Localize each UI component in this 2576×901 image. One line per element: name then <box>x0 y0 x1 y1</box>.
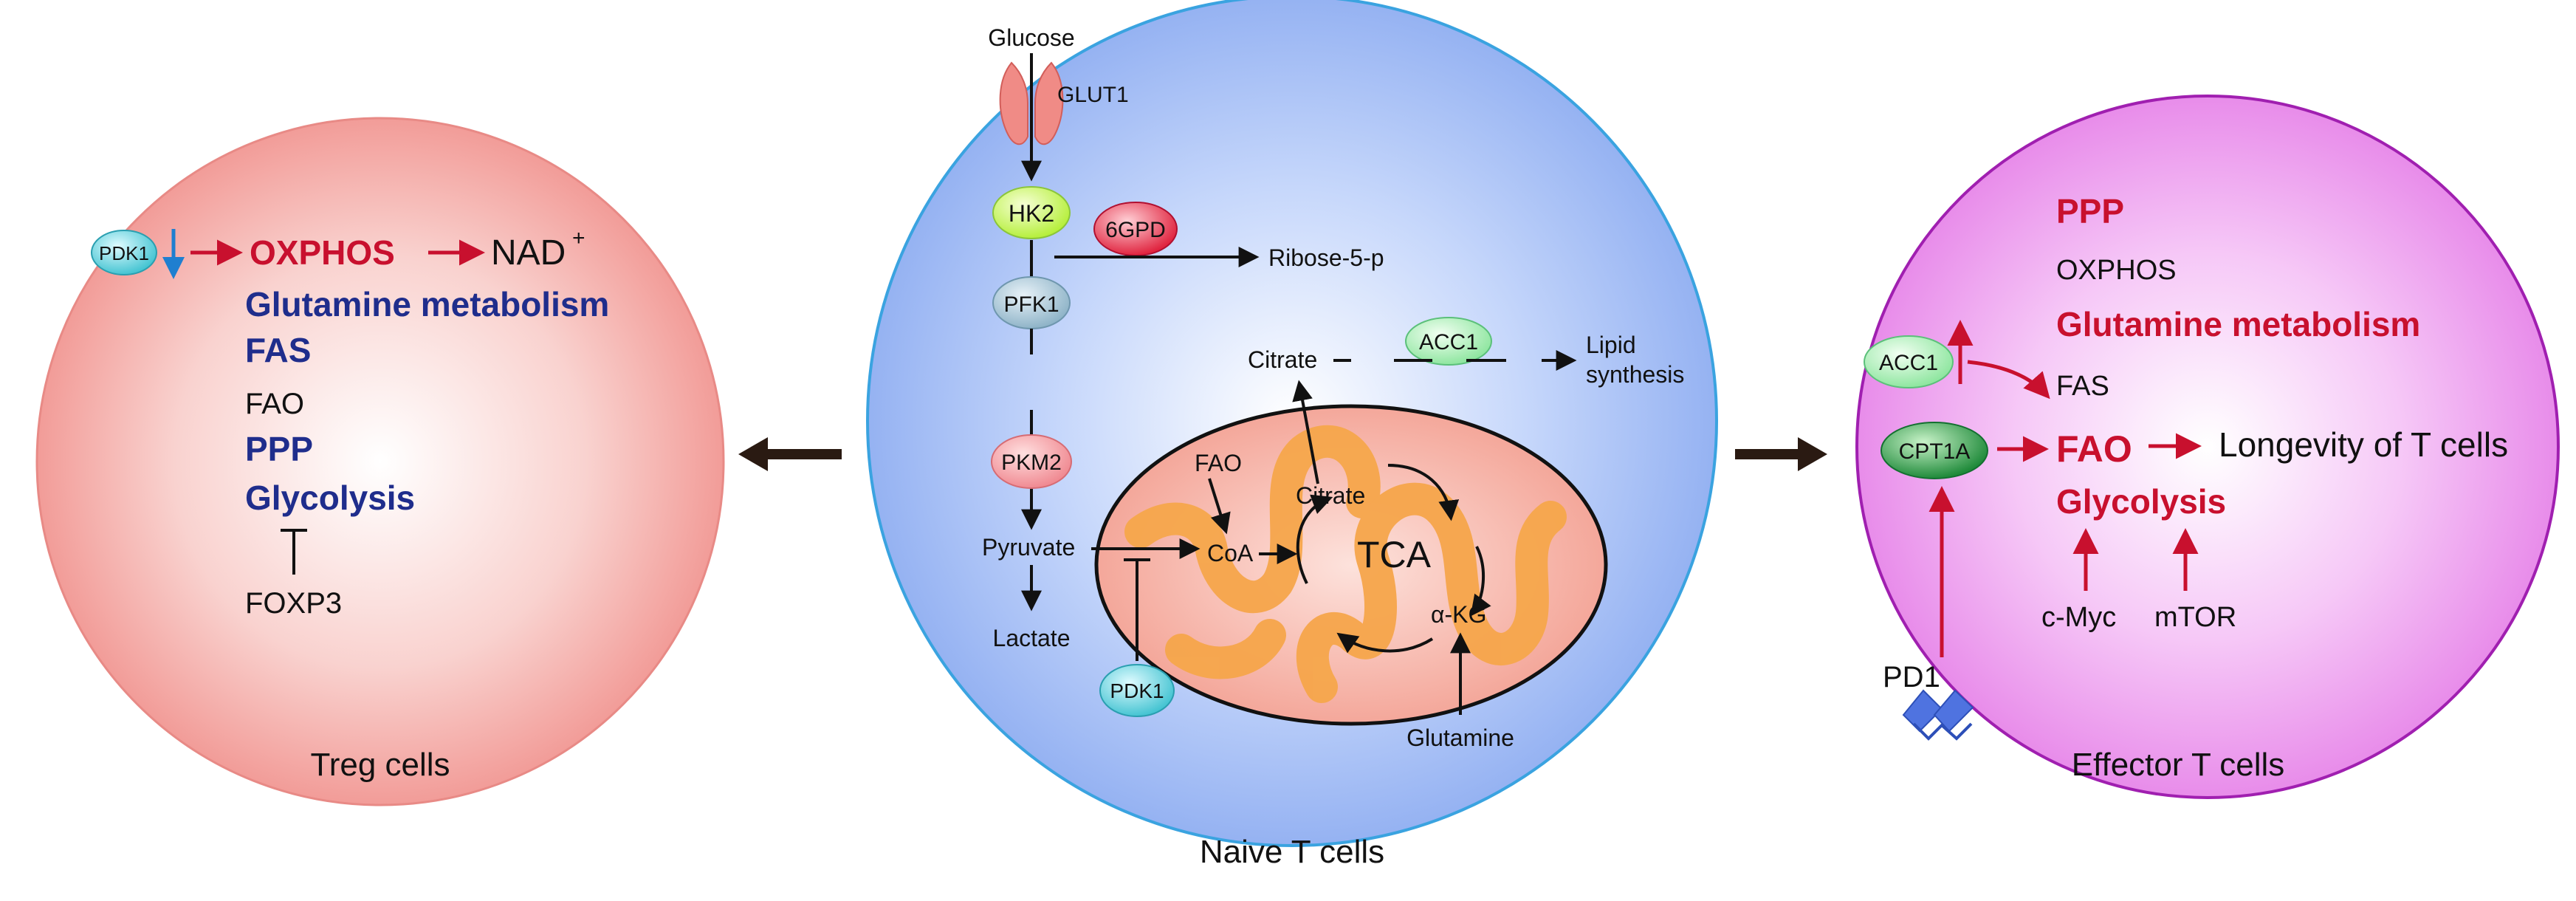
effector-cell: PPP OXPHOS Glutamine metabolism ACC1 FAS… <box>1855 95 2560 799</box>
treg-glutamine-metabolism: Glutamine metabolism <box>245 285 609 323</box>
arrow-to-effector <box>1735 437 1827 471</box>
naive-cell: Glucose GLUT1 HK2 6GPD Ribose-5-p PFK1 C… <box>866 0 1718 870</box>
treg-nad-superscript: + <box>572 226 585 250</box>
effector-acc1-label: ACC1 <box>1879 351 1938 375</box>
hk2-label: HK2 <box>1009 200 1054 227</box>
tca-cycle-arrows <box>1296 464 1491 654</box>
arrow-to-treg <box>738 437 842 471</box>
treg-pdk1-enzyme <box>91 230 157 275</box>
acc1-to-fas-arrow <box>1967 360 2050 400</box>
mtor-label: mTOR <box>2154 602 2236 633</box>
effector-title: Effector T cells <box>2072 747 2285 783</box>
treg-fas: FAS <box>245 331 311 369</box>
akg-label: α-KG <box>1431 601 1486 628</box>
glut1-label: GLUT1 <box>1057 83 1129 107</box>
g6pd-label: 6GPD <box>1105 218 1166 242</box>
effector-glutamine-metabolism: Glutamine metabolism <box>2056 305 2420 343</box>
treg-cell: PDK1 OXPHOS NAD + Glutamine metabolism F… <box>35 117 725 806</box>
pd1-label: PD1 <box>1883 661 1940 693</box>
effector-ppp: PPP <box>2056 192 2124 230</box>
citrate-export-arrow <box>1292 380 1319 484</box>
naive-acc1-enzyme <box>1405 317 1492 366</box>
pdk1-inhibition <box>1124 558 1150 661</box>
ribose-label: Ribose-5-p <box>1268 244 1384 271</box>
glucose-label: Glucose <box>988 24 1074 51</box>
lipid-label-line1: Lipid <box>1586 332 1636 358</box>
cpt1a-label: CPT1A <box>1899 439 1971 464</box>
pkm2-enzyme <box>991 434 1072 489</box>
naive-pdk1-label: PDK1 <box>1110 679 1164 702</box>
citrate-out-label: Citrate <box>1248 346 1317 373</box>
lipid-label-line2: synthesis <box>1586 361 1684 388</box>
tca-label: TCA <box>1357 534 1432 575</box>
foxp3-inhibition <box>281 529 307 575</box>
effector-fas: FAS <box>2056 371 2109 402</box>
effector-acc1-enzyme <box>1864 335 1954 388</box>
treg-foxp3: FOXP3 <box>245 587 342 620</box>
pyruvate-label: Pyruvate <box>982 534 1075 561</box>
pfk1-label: PFK1 <box>1003 292 1059 317</box>
treg-oxphos: OXPHOS <box>250 233 395 272</box>
glutamine-label: Glutamine <box>1407 724 1514 751</box>
treg-glycolysis: Glycolysis <box>245 479 415 517</box>
coa-label: CoA <box>1207 540 1254 566</box>
hk2-enzyme <box>992 186 1071 239</box>
treg-title: Treg cells <box>310 747 450 783</box>
treg-pdk1-label: PDK1 <box>99 242 149 264</box>
effector-cell-body <box>1855 95 2560 799</box>
treg-fao: FAO <box>245 388 304 420</box>
treg-cell-body <box>35 117 725 806</box>
cmyc-label: c-Myc <box>2041 602 2116 633</box>
naive-title: Naive T cells <box>1200 834 1384 870</box>
mitochondrion: FAO Citrate CoA TCA α-KG <box>1094 380 1608 726</box>
pkm2-label: PKM2 <box>1001 450 1062 475</box>
cpt1a-enzyme <box>1881 422 1988 479</box>
treg-nad: NAD <box>491 233 566 273</box>
pd1-receptor <box>1902 689 1974 741</box>
effector-oxphos: OXPHOS <box>2056 255 2177 286</box>
naive-acc1-label: ACC1 <box>1419 330 1478 354</box>
naive-pdk1-enzyme <box>1099 664 1175 717</box>
mitochondrion-cristae <box>1124 425 1567 703</box>
effector-glycolysis: Glycolysis <box>2056 482 2226 521</box>
longevity-label: Longevity of T cells <box>2219 425 2508 464</box>
citrate-in-label: Citrate <box>1296 482 1365 509</box>
glut1-transporter <box>999 61 1064 145</box>
fao-to-coa-arrow <box>1208 478 1231 535</box>
lactate-label: Lactate <box>993 625 1071 651</box>
effector-fao: FAO <box>2056 428 2132 470</box>
fao-inner-label: FAO <box>1195 450 1242 476</box>
treg-ppp: PPP <box>245 430 313 468</box>
